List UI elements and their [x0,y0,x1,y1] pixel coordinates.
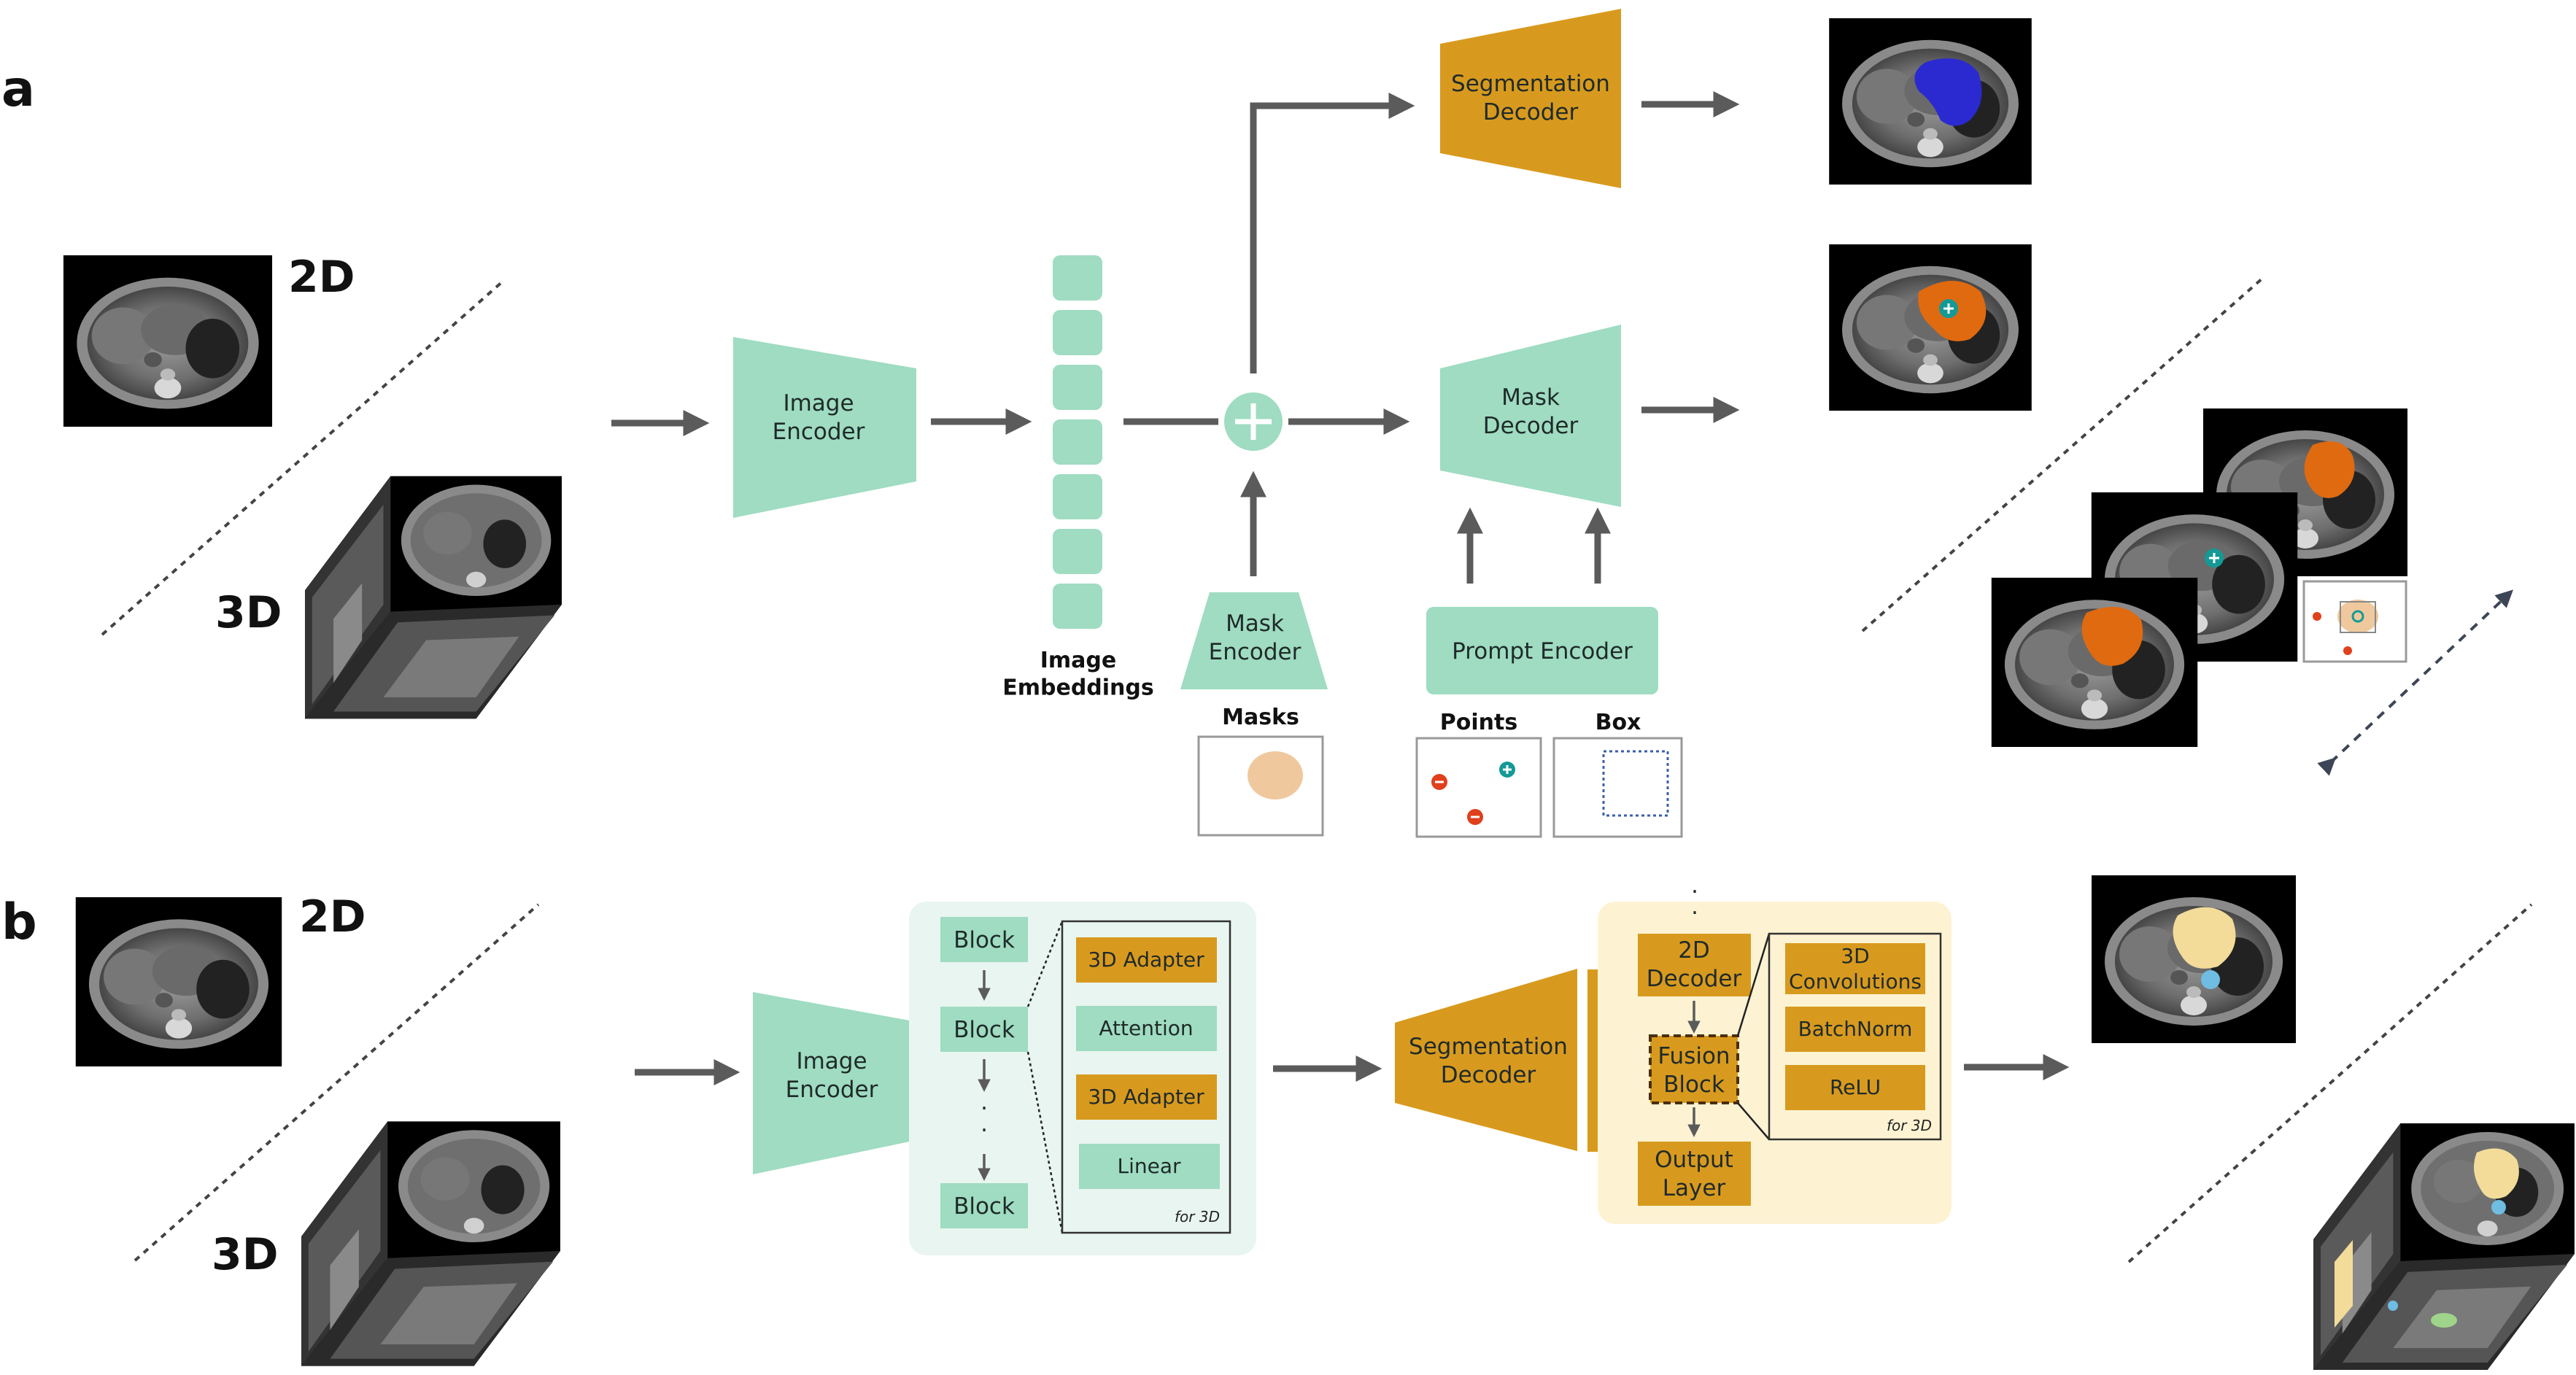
mask-blob [1248,751,1303,799]
label-3d: 3D [215,587,282,638]
masks-label: Masks [1222,705,1299,730]
adapter-item-attention [1076,1006,1217,1051]
encoder-block-label: Block [954,927,1015,953]
mask-decoder [1440,325,1621,507]
decoder-2d [1638,934,1751,996]
encoder-block-label: Block [954,1193,1015,1220]
for-3d-note: for 3D [1175,1208,1220,1225]
panel-a-label: a [1,61,35,118]
output-seg-blue [1829,18,2032,185]
output-seg-2d-b [2092,875,2296,1043]
adapter-item-label: 3D Adapter [1088,1085,1204,1109]
separator-line [101,279,505,636]
panel-b-label: b [1,894,37,951]
box-label: Box [1596,710,1641,735]
segmentation-decoder-b [1395,969,1577,1151]
adapter-item-label: Linear [1117,1154,1181,1178]
bounding-box-prompt [1602,750,1669,817]
adapter-item-3d-adapter [1076,1074,1217,1120]
output-layer [1638,1142,1751,1206]
input-3d-ct-volume-b [301,1121,560,1366]
separator-line-right [1861,276,2265,632]
separator-line-b-right [2127,903,2533,1263]
encoder-block [940,1007,1028,1052]
points-label: Points [1440,710,1517,735]
ellipsis-dots: · [980,1096,988,1122]
mask-encoder [1180,592,1328,689]
adapter-item-3d-adapter [1076,937,1217,983]
box-input-box [1552,737,1683,838]
segmentation-decoder-a [1440,9,1621,188]
input-2d-ct-image [63,255,273,427]
image-encoder-a [733,337,916,518]
for-3d-note: for 3D [1887,1117,1932,1134]
fusion-item-relu [1785,1065,1925,1110]
prompt-encoder [1426,607,1658,694]
adapter-item-label: Attention [1099,1016,1193,1040]
adapter-item-linear [1079,1144,1220,1189]
fusion-block [1649,1034,1739,1104]
fusion-item-label: BatchNorm [1798,1017,1913,1041]
adapter-detail-box [1061,920,1231,1234]
label-3d-b: 3D [212,1229,279,1280]
svg-text:·: · [1691,879,1698,905]
encoder-block [940,1183,1028,1228]
image-encoder-a-text: Image [783,390,854,417]
input-2d-ct-image-b [75,897,282,1066]
image-encoder-b [753,992,934,1174]
encoder-block-label: Block [954,1017,1015,1043]
output-seg-3d-b [2313,1123,2575,1370]
svg-text:·: · [980,1118,988,1144]
input-3d-ct-volume [305,476,562,719]
encoder-block [940,917,1028,962]
fusion-item-3d-convolutions [1785,943,1925,994]
output-stacked-slices [1991,408,2407,747]
label-2d-b: 2D [299,891,366,942]
dashed-double-arrow [2317,589,2513,776]
fusion-item-label: ReLU [1830,1075,1881,1099]
image-embeddings-stack [1053,255,1102,629]
label-2d: 2D [288,252,355,303]
svg-text:·: · [1691,900,1698,926]
separator-line-b [134,903,540,1262]
prompt-encoder-label: Prompt Encoder [1452,638,1633,665]
fusion-item-batchnorm [1785,1007,1925,1052]
adapter-item-label: 3D Adapter [1088,948,1204,972]
output-mask-orange [1829,244,2032,411]
arrow-to-seg-decoder-a [1250,93,1415,373]
fusion-detail-box [1768,932,1942,1141]
